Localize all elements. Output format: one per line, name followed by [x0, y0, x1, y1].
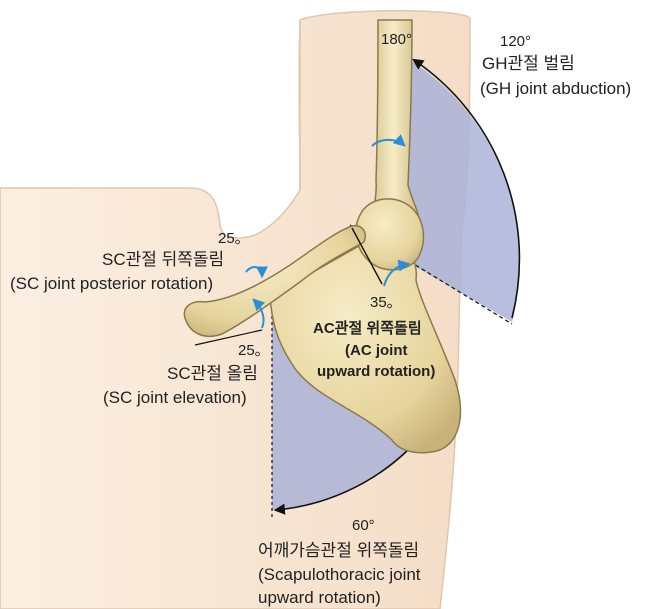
- clavicle-bone: [183, 224, 366, 338]
- st-rotation-arc-arrow: [273, 449, 409, 515]
- gh-abduction-arc-arrow: [412, 58, 521, 319]
- sc-elevation-label-korean: SC관절 올림: [167, 364, 258, 383]
- st-label-english-1: (Scapulothoracic joint: [258, 565, 421, 584]
- ac-angle-label: 35。: [370, 294, 402, 311]
- sc-elevation-reference: [194, 329, 263, 346]
- sc-posterior-label-english: (SC joint posterior rotation): [10, 274, 214, 293]
- humerus-rotation-arrow: [371, 134, 406, 147]
- sc-posterior-angle-label: 25。: [218, 230, 250, 247]
- gh-label-korean: GH관절 벌림: [482, 54, 575, 73]
- gh-abduction-sector: [395, 60, 520, 322]
- gh-label-english: (GH joint abduction): [480, 79, 632, 98]
- st-label-english-2: upward rotation): [258, 588, 381, 607]
- ac-label-korean: AC관절 위쪽돌림: [313, 320, 422, 337]
- sc-posterior-label-korean: SC관절 뒤쪽돌림: [102, 250, 225, 269]
- st-angle-label: 60°: [352, 517, 375, 534]
- sc-elevation-arrow: [252, 298, 266, 329]
- ac-axis-line: [351, 227, 383, 285]
- sc-elevation-label-english: (SC joint elevation): [103, 388, 247, 407]
- gh-angle-label: 120°: [500, 33, 532, 50]
- neck-contour: [298, 19, 301, 191]
- humeral-head: [355, 198, 425, 271]
- sc-elevation-angle-label: 25。: [238, 342, 270, 359]
- humerus-angle-label: 180°: [381, 31, 413, 48]
- ac-rotation-arrow: [383, 259, 411, 287]
- st-label-korean: 어깨가슴관절 위쪽돌림: [258, 541, 420, 560]
- ac-label-english-2: upward rotation): [317, 363, 436, 380]
- ac-label-english-1: (AC joint: [345, 342, 408, 359]
- sc-posterior-rotation-arrow: [245, 266, 268, 279]
